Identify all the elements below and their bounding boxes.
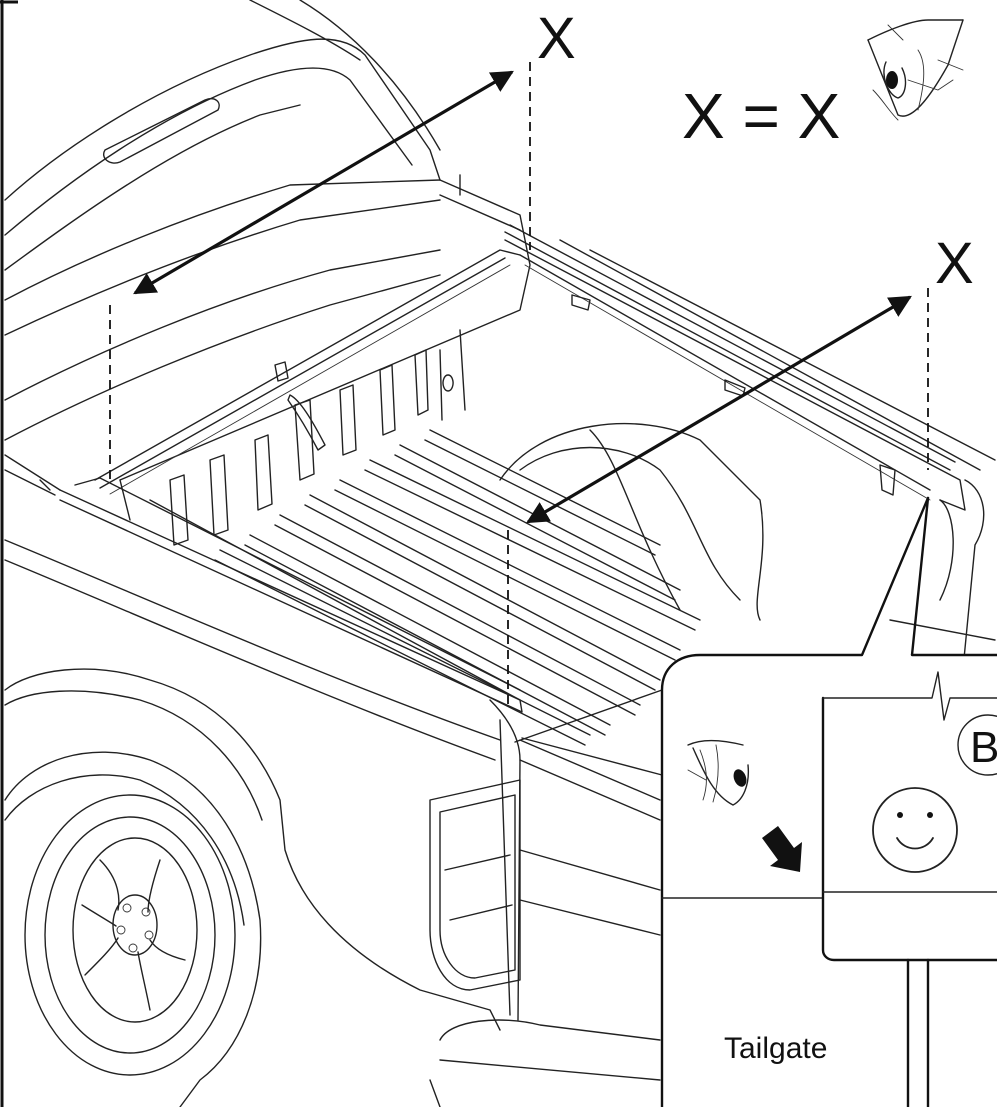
truck-body-side [4,619,996,1108]
eye-icon [867,19,964,121]
x-label-top: X [537,6,576,71]
tailgate-detail-inset: B Tailgate [514,496,997,1109]
measurement-rear [507,288,929,705]
frame-border [0,0,18,1107]
tailgate-label: Tailgate [724,1032,827,1065]
bed-right-rail [504,224,996,701]
pointer-arrow-icon [762,826,802,872]
truck-cab [4,0,441,441]
x-label-right: X [935,231,974,296]
bed-front-wall [94,174,531,546]
measurement-front [109,62,531,480]
rear-wheel [24,794,236,1076]
bed-floor [149,422,764,746]
inset-letter-label: B [970,723,997,772]
smiley-face-icon [872,787,958,873]
eye-icon [687,739,750,806]
x-equals-x-label: X = X [682,80,840,152]
bed-left-rail [4,454,523,761]
